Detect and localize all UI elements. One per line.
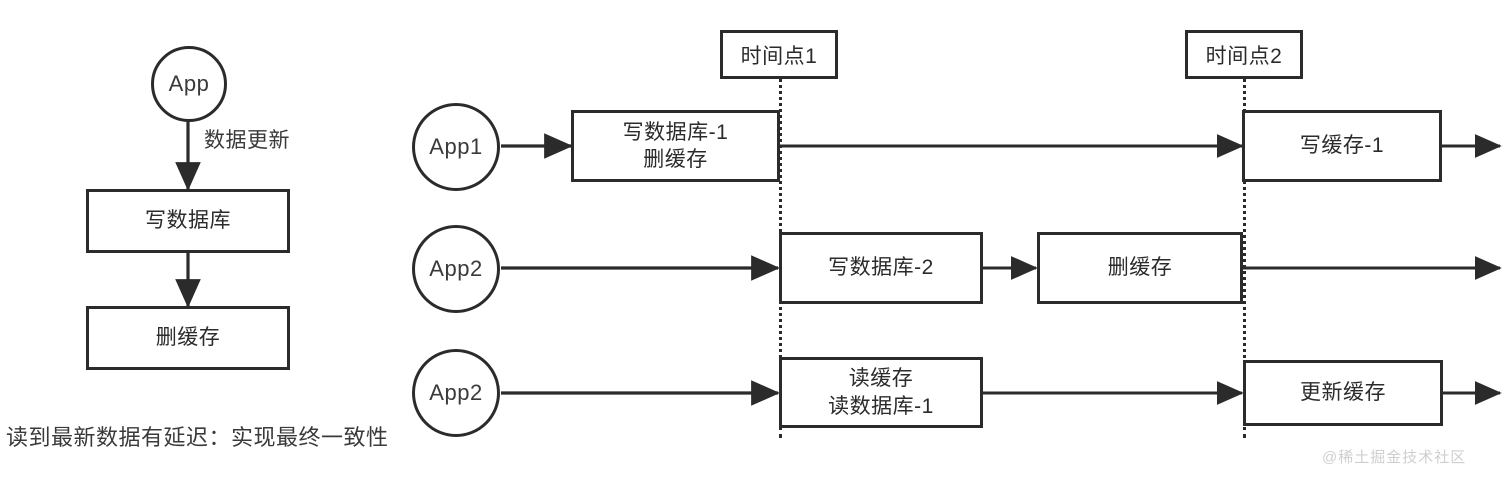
lane1-box-2[interactable]: 写缓存-1 [1242,110,1442,182]
timepoint-2-line [1243,78,1246,438]
lane1-actor-label: App1 [429,134,483,159]
left-app-circle[interactable]: App [151,46,227,122]
timepoint-2-label[interactable]: 时间点2 [1185,30,1303,79]
lane3-actor-label: App2 [429,380,483,405]
lane1-box-1-line1: 写数据库-1 [622,120,729,144]
left-step-write-db-label: 写数据库 [145,209,231,233]
left-edge-label: 数据更新 [204,129,290,152]
timepoint-1-label-text: 时间点1 [740,44,818,68]
lane2-actor-label: App2 [429,256,483,281]
lane2-box-1-line1: 写数据库-2 [828,256,934,280]
timepoint-2-label-text: 时间点2 [1205,44,1283,68]
lane3-box-2[interactable]: 更新缓存 [1243,360,1443,426]
left-app-circle-label: App [168,71,210,96]
lane3-actor-circle[interactable]: App2 [412,349,500,437]
lane1-box-2-line1: 写缓存-1 [1299,134,1385,158]
lane2-box-2-line1: 删缓存 [1107,256,1173,280]
lane1-box-1[interactable]: 写数据库-1 删缓存 [571,110,780,182]
left-caption: 读到最新数据有延迟：实现最终一致性 [6,425,389,450]
lane1-box-1-line2: 删缓存 [643,148,708,171]
left-step-del-cache-label: 删缓存 [155,326,221,350]
watermark: @稀土掘金技术社区 [1322,449,1467,466]
lane3-box-1-line1: 读缓存 [848,367,914,391]
lane1-actor-circle[interactable]: App1 [412,103,500,191]
lane3-box-1-line2: 读数据库-1 [828,394,934,418]
left-step-write-db[interactable]: 写数据库 [86,189,290,253]
lane3-box-2-line1: 更新缓存 [1300,381,1386,405]
lane2-actor-circle[interactable]: App2 [412,225,500,313]
timepoint-1-label[interactable]: 时间点1 [720,30,838,79]
lane2-box-1[interactable]: 写数据库-2 [779,232,983,304]
lane3-box-1[interactable]: 读缓存 读数据库-1 [779,357,983,428]
lane2-box-2[interactable]: 删缓存 [1037,232,1243,304]
left-step-del-cache[interactable]: 删缓存 [86,306,290,370]
